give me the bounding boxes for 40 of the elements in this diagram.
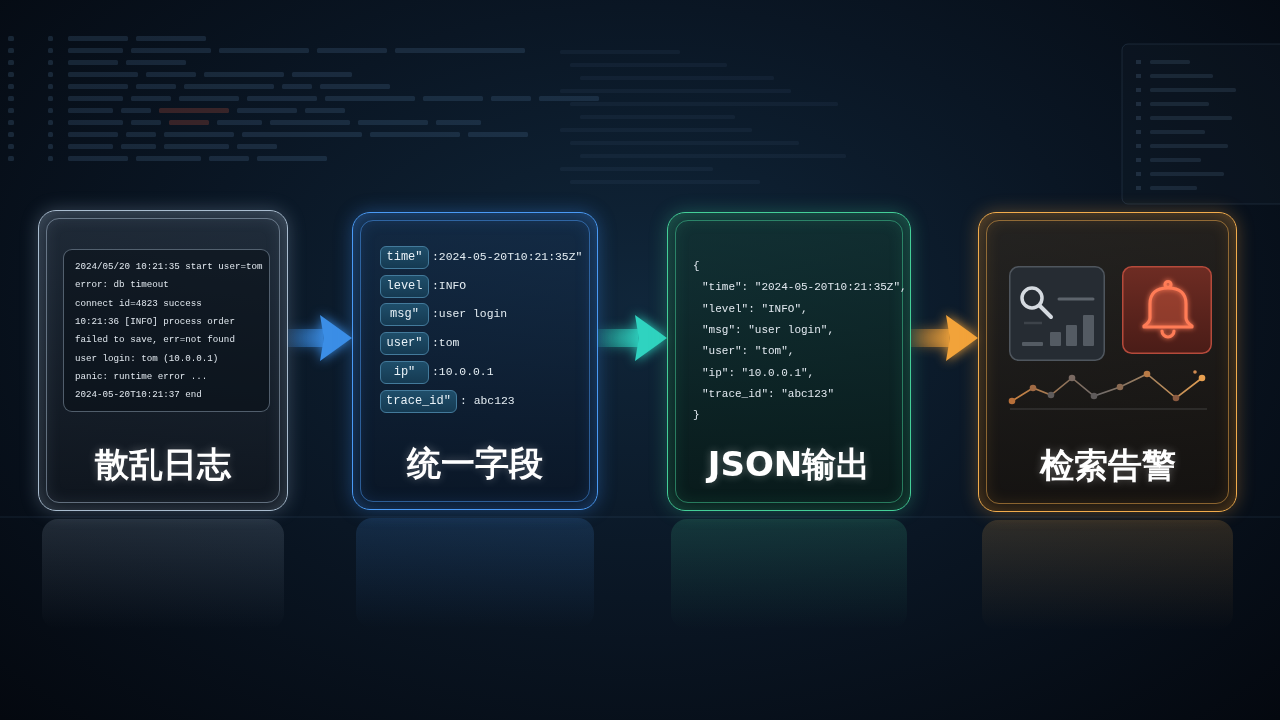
log-line: error: db timeout <box>75 278 169 293</box>
field-name-tag: trace_id" <box>380 390 457 413</box>
field-value: :tom <box>432 336 460 351</box>
card-title: JSON输出 <box>707 444 871 484</box>
arrow <box>288 315 352 361</box>
arrow <box>911 315 978 361</box>
log-line: connect id=4823 success <box>75 296 202 311</box>
log-line: user login: tom (10.0.0.1) <box>75 351 219 366</box>
field-value: :INFO <box>432 279 467 294</box>
process-card <box>978 212 1237 512</box>
field-name-tag: user" <box>380 332 429 355</box>
log-line: 2024/05/20 10:21:35 start user=tom <box>75 260 263 274</box>
json-code-line: "ip": "10.0.0.1", <box>702 365 815 381</box>
field-value: :2024-05-20T10:21:35Z" <box>432 250 583 265</box>
field-name-tag: ip" <box>380 361 429 384</box>
field-value: :10.0.0.1 <box>432 365 494 380</box>
card-title: 检索告警 <box>1039 445 1176 485</box>
log-line: 10:21:36 [INFO] process order <box>75 314 235 329</box>
card-title: 散乱日志 <box>95 444 231 484</box>
arrow <box>598 315 667 361</box>
process-card <box>667 212 911 511</box>
field-name-tag: level <box>380 275 429 298</box>
json-code-line: "trace_id": "abc123" <box>702 386 835 402</box>
log-line: failed to save, err=not found <box>75 333 235 348</box>
process-card <box>38 210 288 511</box>
field-name-tag: msg" <box>380 303 429 326</box>
card-title: 统一字段 <box>407 443 543 483</box>
json-code-line: "time": "2024-05-20T10:21:35Z", <box>702 280 907 296</box>
json-code-line: } <box>693 408 700 424</box>
json-code-line: { <box>693 259 700 274</box>
log-line: panic: runtime error ... <box>75 369 208 384</box>
log-panel <box>63 249 270 412</box>
json-code-line: "level": "INFO", <box>702 301 808 317</box>
field-value: :user login <box>432 307 508 322</box>
json-code-line: "msg": "user login", <box>702 322 835 338</box>
field-name-tag: time" <box>380 246 429 269</box>
log-line: 2024-05-20T10:21:37 end <box>75 388 202 403</box>
process-card <box>352 212 598 510</box>
field-value: : abc123 <box>460 394 515 409</box>
json-code-line: "user": "tom", <box>702 344 795 360</box>
